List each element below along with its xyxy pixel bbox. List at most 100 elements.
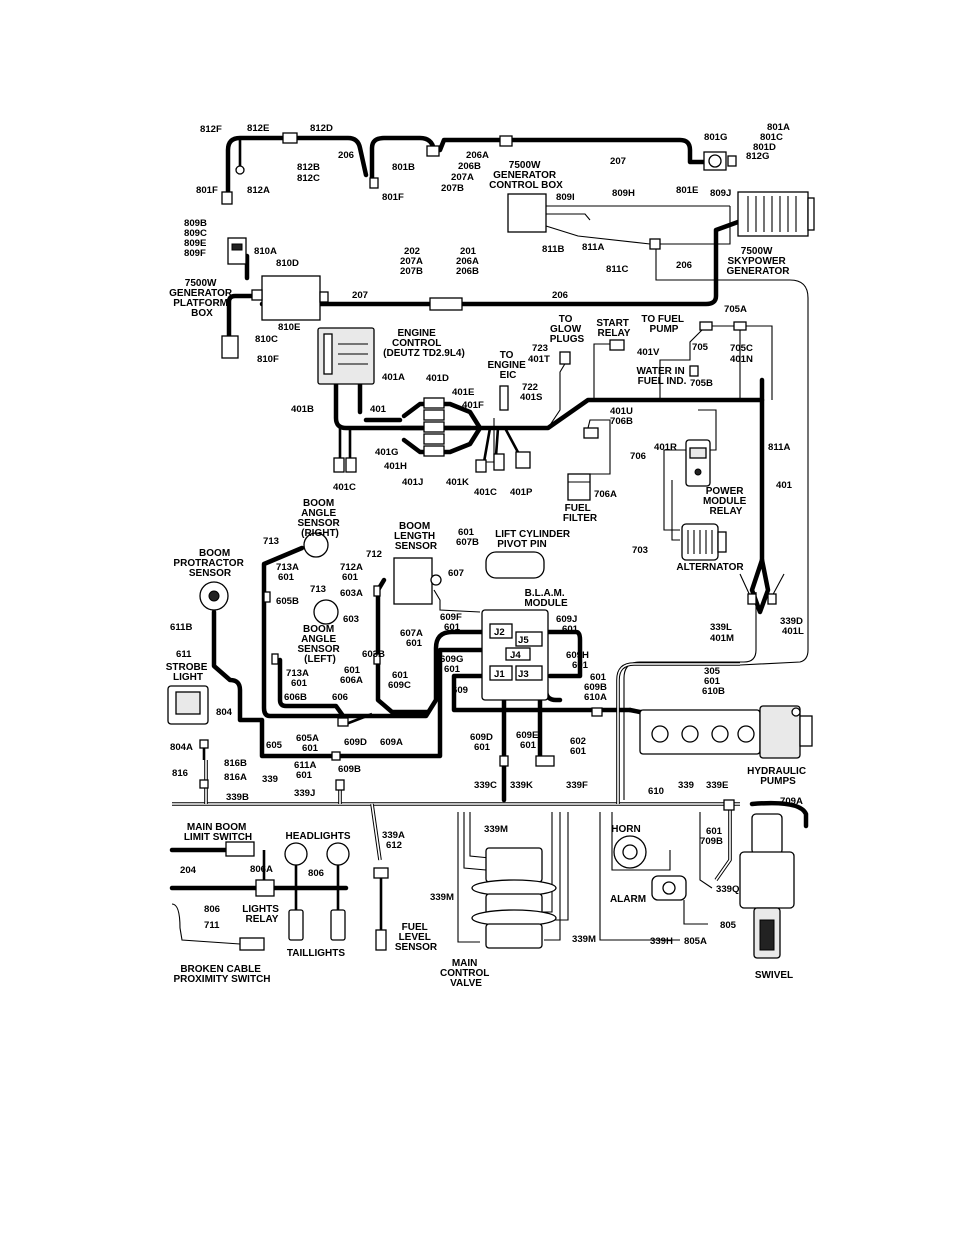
label-809E: 809E: [184, 238, 207, 249]
label-713A-a: 713A: [276, 562, 299, 573]
label-804A: 804A: [170, 742, 193, 753]
label-812G: 812G: [746, 151, 769, 162]
label-712A: 712A: [340, 562, 363, 573]
lights-relay: [255, 879, 275, 897]
label-610: 610: [648, 786, 664, 797]
caption-swivel: SWIVEL: [755, 970, 793, 981]
label-339A: 339A: [382, 830, 405, 841]
taillight-left: [288, 909, 304, 941]
label-607A: 607A: [400, 628, 423, 639]
label-812D: 812D: [310, 123, 333, 134]
jack-J2: J2: [494, 627, 505, 638]
label-801D: 801D: [753, 142, 776, 153]
label-801E: 801E: [676, 185, 699, 196]
label-601-o: 601: [296, 770, 313, 781]
label-812F: 812F: [200, 124, 222, 135]
label-202: 202: [404, 246, 420, 257]
label-401U: 401U: [610, 406, 633, 417]
label-712: 712: [366, 549, 382, 560]
label-401J: 401J: [402, 477, 423, 488]
label-609D-b: 609D: [470, 732, 493, 743]
fuel-level-sensor: [373, 867, 389, 951]
taillight-right: [330, 909, 346, 941]
label-339J: 339J: [294, 788, 315, 799]
label-601-n: 601: [302, 743, 319, 754]
generator-control-box: [507, 193, 547, 233]
label-801G: 801G: [704, 132, 727, 143]
label-609G: 609G: [440, 654, 463, 665]
label-401E: 401E: [452, 387, 475, 398]
label-605B: 605B: [276, 596, 299, 607]
label-809I: 809I: [556, 192, 575, 203]
label-401-b: 401: [776, 480, 793, 491]
caption-engine-control: ENGINE CONTROL (DEUTZ TD2.9L4): [383, 328, 465, 359]
label-812C: 812C: [297, 173, 320, 184]
label-811B: 811B: [542, 244, 564, 255]
caption-water-in-fuel: WATER IN FUEL IND.: [637, 366, 688, 387]
main-boom-limit-switch: [225, 841, 255, 857]
label-206B: 206B: [458, 161, 481, 172]
blam-jack-labels: J2 J5 J4 J1 J3: [494, 627, 529, 680]
label-609B-b: 609B: [338, 764, 361, 775]
label-401G: 401G: [375, 447, 398, 458]
label-609: 609: [452, 685, 468, 696]
label-401V: 401V: [637, 347, 660, 358]
caption-hydraulic-pumps: HYDRAULIC PUMPS: [747, 766, 809, 787]
label-401P: 401P: [510, 487, 533, 498]
label-401: 401: [370, 404, 387, 415]
label-611A: 611A: [294, 760, 316, 771]
label-809C: 809C: [184, 228, 207, 239]
label-207A-b: 207A: [400, 256, 423, 267]
label-401B: 401B: [291, 404, 314, 415]
label-610A: 610A: [584, 692, 607, 703]
label-806A: 806A: [250, 864, 273, 875]
caption-taillights: TAILLIGHTS: [287, 948, 345, 959]
label-601-k: 601: [572, 660, 589, 671]
label-602: 602: [570, 736, 586, 747]
label-609A: 609A: [380, 737, 403, 748]
connector-810F: [221, 335, 239, 359]
label-339E: 339E: [706, 780, 729, 791]
label-709B: 709B: [700, 836, 723, 847]
label-601-c: 601: [458, 527, 475, 538]
label-601-a: 601: [278, 572, 295, 583]
label-601-b: 601: [342, 572, 359, 583]
label-601-g: 601: [406, 638, 423, 649]
label-809F: 809F: [184, 248, 206, 259]
label-601-m: 601: [704, 676, 721, 687]
alternator: [681, 523, 727, 561]
label-811A: 811A: [582, 242, 604, 253]
label-601-h: 601: [444, 622, 461, 633]
label-706: 706: [630, 451, 646, 462]
label-723: 723: [532, 343, 548, 354]
lift-cylinder-pivot-pin: [485, 551, 545, 579]
jack-J1: J1: [494, 669, 505, 680]
label-207B-b: 207B: [400, 266, 423, 277]
label-609C: 609C: [388, 680, 411, 691]
caption-boom-protractor: BOOM PROTRACTOR SENSOR: [173, 548, 246, 579]
label-816: 816: [172, 768, 188, 779]
label-339F: 339F: [566, 780, 588, 791]
label-206B-b: 206B: [456, 266, 479, 277]
label-401R: 401R: [654, 442, 677, 453]
label-609D-a: 609D: [344, 737, 367, 748]
engine-control-module: [317, 327, 375, 385]
label-603B: 603B: [362, 649, 385, 660]
label-806-b: 806: [204, 904, 220, 915]
caption-start-relay: START RELAY: [596, 318, 631, 339]
headlight-left: [284, 842, 308, 866]
label-401C-b: 401C: [474, 487, 497, 498]
label-713-a: 713: [263, 536, 279, 547]
label-401C-a: 401C: [333, 482, 356, 493]
label-810C: 810C: [255, 334, 278, 345]
label-809H: 809H: [612, 188, 635, 199]
label-805A: 805A: [684, 936, 707, 947]
label-812E: 812E: [247, 123, 270, 134]
label-810A: 810A: [254, 246, 277, 257]
label-401T: 401T: [528, 354, 550, 365]
label-207B: 207B: [441, 183, 464, 194]
caption-power-module-relay: POWER MODULE RELAY: [703, 486, 749, 517]
label-711: 711: [204, 920, 220, 931]
label-713A-b: 713A: [286, 668, 309, 679]
label-810E: 810E: [278, 322, 301, 333]
